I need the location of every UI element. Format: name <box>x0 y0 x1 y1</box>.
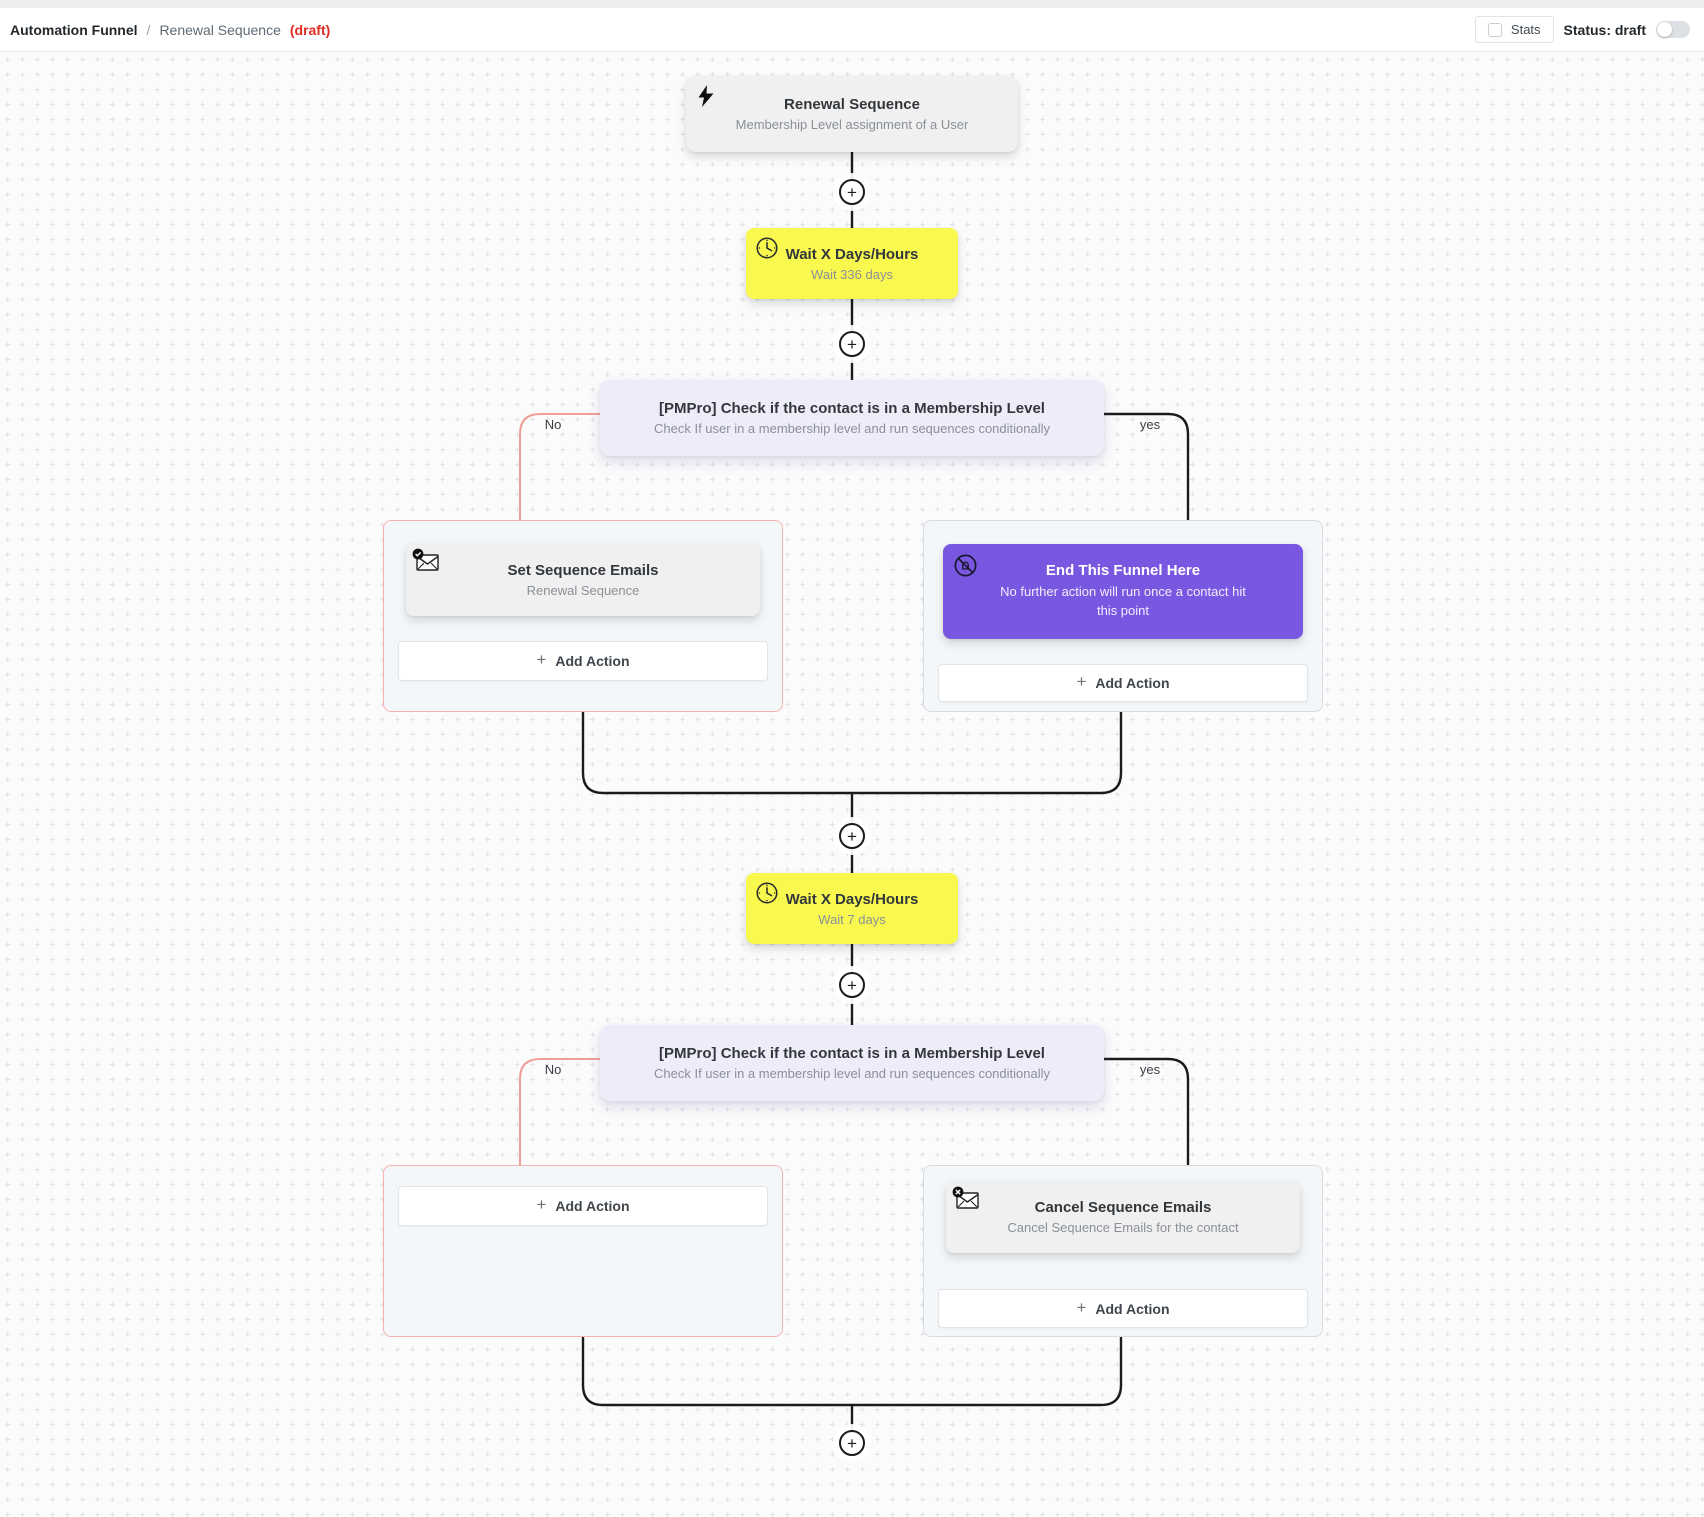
trigger-title: Renewal Sequence <box>784 96 920 113</box>
add-step-button[interactable]: + <box>839 179 865 205</box>
branch-label-yes: yes <box>1139 1062 1161 1077</box>
branch-container-no-1: Set Sequence Emails Renewal Sequence + A… <box>383 520 783 712</box>
add-action-button[interactable]: + Add Action <box>938 664 1308 702</box>
plus-icon: + <box>847 1433 857 1453</box>
wait-node-2[interactable]: Wait X Days/Hours Wait 7 days <box>746 873 958 944</box>
add-step-button[interactable]: + <box>839 972 865 998</box>
header-bar: Automation Funnel / Renewal Sequence (dr… <box>0 8 1704 52</box>
add-step-button[interactable]: + <box>839 823 865 849</box>
condition-subtitle: Check If user in a membership level and … <box>654 1066 1050 1081</box>
stats-checkbox[interactable] <box>1487 22 1502 37</box>
status-toggle-knob <box>1657 22 1672 37</box>
set-sequence-subtitle: Renewal Sequence <box>526 582 640 598</box>
wait-subtitle: Wait 7 days <box>818 911 886 927</box>
set-sequence-title: Set Sequence Emails <box>507 561 659 579</box>
funnel-canvas[interactable]: Renewal Sequence Membership Level assign… <box>0 52 1704 1517</box>
wait-title: Wait X Days/Hours <box>785 245 919 263</box>
add-action-label: Add Action <box>1095 1300 1170 1317</box>
stats-toggle-box[interactable]: Stats <box>1474 16 1554 43</box>
branch-label-no: No <box>544 1062 562 1077</box>
breadcrumb-separator: / <box>146 21 151 38</box>
end-funnel-action-card[interactable]: End This Funnel Here No further action w… <box>943 544 1303 639</box>
wait-subtitle: Wait 336 days <box>811 266 893 282</box>
add-action-button[interactable]: + Add Action <box>938 1289 1308 1328</box>
plus-icon: + <box>1076 1297 1087 1317</box>
condition-title: [PMPro] Check if the contact is in a Mem… <box>659 400 1045 417</box>
add-action-button[interactable]: + Add Action <box>398 641 768 681</box>
wait-node-1[interactable]: Wait X Days/Hours Wait 336 days <box>746 228 958 299</box>
condition-node-1[interactable]: [PMPro] Check if the contact is in a Mem… <box>600 380 1104 456</box>
add-step-button[interactable]: + <box>839 1430 865 1456</box>
status-toggle[interactable] <box>1656 21 1690 38</box>
condition-node-2[interactable]: [PMPro] Check if the contact is in a Mem… <box>600 1025 1104 1101</box>
branch-container-no-2: + Add Action <box>383 1165 783 1337</box>
plus-icon: + <box>536 650 547 669</box>
cancel-sequence-title: Cancel Sequence Emails <box>1034 1199 1212 1216</box>
plus-icon: + <box>847 182 857 202</box>
branch-container-yes-2: Cancel Sequence Emails Cancel Sequence E… <box>923 1165 1323 1337</box>
add-action-label: Add Action <box>555 653 630 669</box>
plus-icon: + <box>847 975 857 995</box>
end-funnel-title: End This Funnel Here <box>1045 562 1201 580</box>
cancel-sequence-action-card[interactable]: Cancel Sequence Emails Cancel Sequence E… <box>946 1181 1300 1253</box>
branch-container-yes-1: End This Funnel Here No further action w… <box>923 520 1323 712</box>
add-action-button[interactable]: + Add Action <box>398 1186 768 1226</box>
set-sequence-action-card[interactable]: Set Sequence Emails Renewal Sequence <box>406 543 760 616</box>
breadcrumb: Automation Funnel / Renewal Sequence (dr… <box>10 22 330 38</box>
add-action-label: Add Action <box>555 1198 630 1214</box>
plus-icon: + <box>847 334 857 354</box>
condition-title: [PMPro] Check if the contact is in a Mem… <box>659 1045 1045 1062</box>
trigger-subtitle: Membership Level assignment of a User <box>735 117 969 132</box>
stats-label: Stats <box>1510 22 1541 37</box>
trigger-node[interactable]: Renewal Sequence Membership Level assign… <box>686 76 1018 152</box>
end-funnel-subtitle: No further action will run once a contac… <box>1000 584 1246 618</box>
draft-badge: (draft) <box>289 21 331 38</box>
branch-label-yes: yes <box>1139 417 1161 432</box>
add-action-label: Add Action <box>1095 675 1170 691</box>
status-label: Status: draft <box>1563 21 1646 38</box>
plus-icon: + <box>1076 672 1087 691</box>
top-strip <box>0 0 1704 8</box>
header-controls: Stats Status: draft <box>1474 16 1690 43</box>
breadcrumb-root[interactable]: Automation Funnel <box>10 21 138 38</box>
condition-subtitle: Check If user in a membership level and … <box>654 421 1050 436</box>
breadcrumb-current: Renewal Sequence <box>159 21 281 38</box>
cancel-sequence-subtitle: Cancel Sequence Emails for the contact <box>1007 1220 1239 1235</box>
add-step-button[interactable]: + <box>839 331 865 357</box>
plus-icon: + <box>847 826 857 846</box>
branch-label-no: No <box>544 417 562 432</box>
wait-title: Wait X Days/Hours <box>785 890 919 908</box>
plus-icon: + <box>536 1195 547 1214</box>
